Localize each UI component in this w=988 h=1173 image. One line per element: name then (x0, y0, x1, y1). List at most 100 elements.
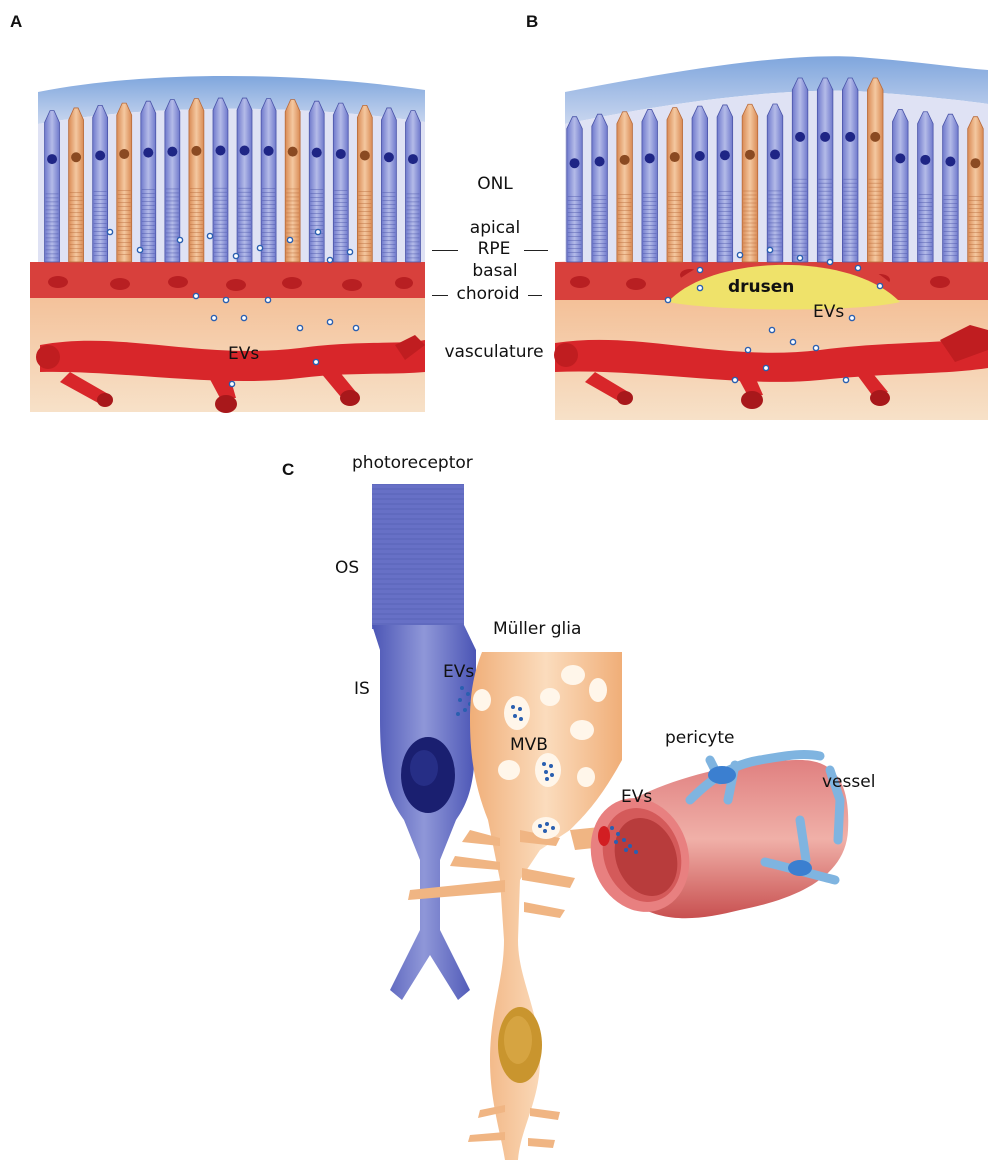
rod-cell (842, 78, 858, 262)
ev-dot (207, 233, 212, 238)
basal-label: basal (440, 263, 550, 280)
rod-cell (45, 111, 60, 262)
ev-dot (353, 325, 358, 330)
is-label: IS (354, 681, 370, 698)
ev-dot (137, 247, 142, 252)
cone-cell (189, 99, 204, 262)
panel-b-evs-label: EVs (813, 304, 844, 321)
ev-dot (697, 285, 702, 290)
cell-nucleus (645, 153, 655, 163)
rod-cell (893, 110, 909, 262)
cell-nucleus (167, 147, 177, 157)
apical-label: apical (440, 220, 550, 237)
cell-nucleus (670, 152, 680, 162)
ev-dot (347, 249, 352, 254)
vessel-label: vessel (822, 774, 875, 791)
cell-nucleus (264, 146, 274, 156)
rod-cell (817, 78, 833, 262)
cone-cell (867, 78, 883, 262)
rod-cell (165, 100, 180, 262)
choroid-label: choroid (448, 286, 528, 303)
cell-nucleus (920, 155, 930, 165)
ev-dot (737, 252, 742, 257)
cell-nucleus (695, 151, 705, 161)
cell-nucleus (945, 156, 955, 166)
cell-nucleus (191, 146, 201, 156)
cell-nucleus (795, 132, 805, 142)
panel-a-evs-label: EVs (228, 346, 259, 363)
cell-nucleus (312, 148, 322, 158)
rod-cell (692, 106, 708, 262)
rod-cell (767, 104, 783, 262)
ev-dot (315, 229, 320, 234)
ev-dot (211, 315, 216, 320)
rod-cell (642, 110, 658, 262)
ev-dot (287, 237, 292, 242)
muller-glia-label: Müller glia (493, 621, 581, 638)
cell-nucleus (895, 153, 905, 163)
ev-dot (790, 339, 795, 344)
ev-dot (767, 247, 772, 252)
mvb-label: MVB (510, 737, 548, 754)
cone-cell (69, 108, 84, 262)
ev-dot (229, 381, 234, 386)
photoreceptor-evs-label: EVs (443, 664, 474, 681)
rod-cell (93, 105, 108, 262)
rpe-line-left (432, 250, 458, 251)
ev-dot (849, 315, 854, 320)
rod-cell (717, 105, 733, 262)
cone-cell (285, 100, 300, 262)
rod-cell (261, 99, 276, 262)
choroid-line-left (432, 295, 448, 296)
cone-cell (968, 117, 984, 262)
onl-label: ONL (440, 176, 550, 193)
panel-b-illustration (554, 56, 988, 420)
choroid-line-right (528, 295, 542, 296)
cell-nucleus (820, 132, 830, 142)
ev-dot (732, 377, 737, 382)
cell-nucleus (570, 158, 580, 168)
ev-dot (763, 365, 768, 370)
cone-cell (357, 105, 372, 262)
cell-nucleus (71, 152, 81, 162)
cell-nucleus (240, 146, 250, 156)
rpe-line-right (524, 250, 548, 251)
rod-cell (792, 78, 808, 262)
ev-dot (877, 283, 882, 288)
panel-c-illustration (372, 484, 848, 1160)
rod-cell (237, 98, 252, 262)
cell-nucleus (720, 150, 730, 160)
cell-nucleus (336, 149, 346, 159)
cell-nucleus (215, 146, 225, 156)
rod-cell (381, 108, 396, 262)
pericyte-label: pericyte (665, 730, 735, 747)
cell-nucleus (288, 147, 298, 157)
photoreceptor-label: photoreceptor (352, 455, 473, 472)
cell-nucleus (595, 156, 605, 166)
panel-b-label: B (526, 12, 538, 32)
vessel-evs-label: EVs (621, 789, 652, 806)
ev-dot (177, 237, 182, 242)
ev-dot (265, 297, 270, 302)
cell-nucleus (143, 148, 153, 158)
drusen-label: drusen (728, 279, 794, 296)
ev-dot (233, 253, 238, 258)
ev-dot (827, 259, 832, 264)
cone-cell (667, 108, 683, 262)
cell-nucleus (770, 150, 780, 160)
cell-nucleus (408, 154, 418, 164)
cell-nucleus (47, 154, 57, 164)
cell-nucleus (384, 152, 394, 162)
cell-nucleus (970, 158, 980, 168)
cell-nucleus (870, 132, 880, 142)
ev-dot (843, 377, 848, 382)
photoreceptor-cell (372, 484, 476, 1000)
rod-cell (918, 112, 934, 262)
ev-dot (297, 325, 302, 330)
ev-dot (313, 359, 318, 364)
ev-dot (855, 265, 860, 270)
vasculature-label: vasculature (430, 344, 558, 361)
ev-dot (327, 319, 332, 324)
ev-dot (745, 347, 750, 352)
rod-cell (406, 111, 421, 262)
